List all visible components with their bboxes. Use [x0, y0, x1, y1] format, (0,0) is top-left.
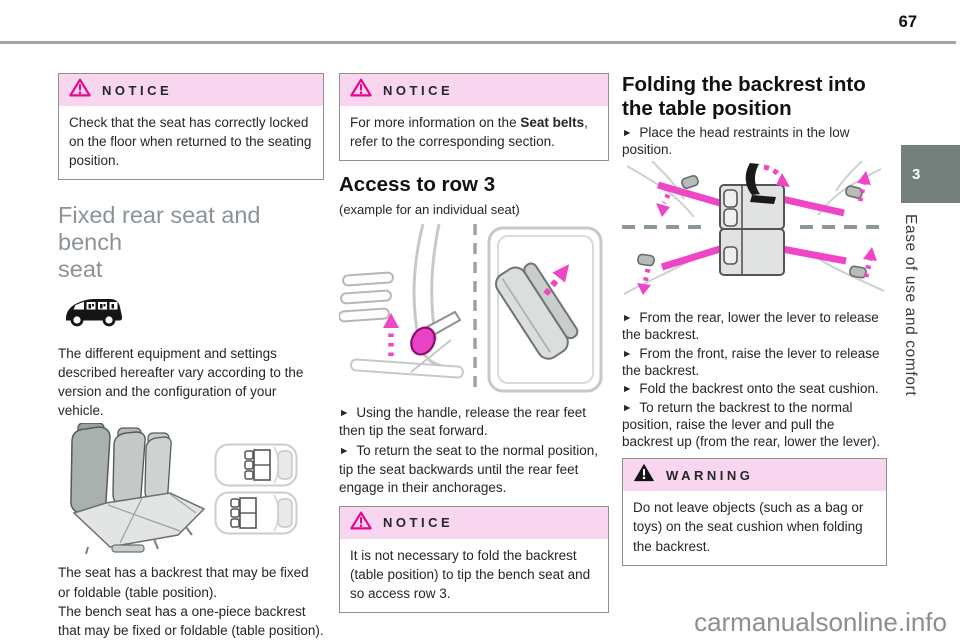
notice-body: For more information on the Seat belts, …: [350, 115, 588, 150]
warning-box: WARNING Do not leave objects (such as a …: [622, 458, 887, 566]
notice-box-1: NOTICE Check that the seat has correctly…: [58, 73, 324, 181]
bullet-arrow-icon: ►: [622, 347, 633, 360]
intro-paragraph: The different equipment and settings des…: [58, 345, 304, 419]
notice-header: NOTICE: [59, 74, 323, 106]
warning-body: Do not leave objects (such as a bag or t…: [633, 500, 864, 554]
outro-paragraph-1: The seat has a backrest that may be fixe…: [58, 565, 309, 600]
outro-paragraph-2: The bench seat has a one-piece backrest …: [58, 603, 324, 638]
notice-body: Check that the seat has correctly locked…: [69, 115, 312, 169]
notice-body: It is not necessary to fold the backrest…: [350, 547, 591, 601]
notice-header: NOTICE: [340, 74, 608, 106]
chapter-title-vertical: Ease of use and comfort: [902, 214, 919, 397]
bullet-arrow-icon: ►: [622, 126, 633, 139]
notice-label: NOTICE: [383, 515, 454, 531]
heading-folding-backrest: Folding the backrest into the table posi…: [622, 73, 866, 120]
chapter-number: 3: [912, 165, 921, 183]
car-topview-1: [214, 443, 298, 487]
bullet-arrow-icon: ►: [622, 383, 633, 396]
instruction-bullet: ►Fold the backrest onto the seat cushion…: [622, 381, 879, 397]
column-1: NOTICE Check that the seat has correctly…: [58, 73, 324, 640]
instruction-bullet: ►To return the seat to the normal positi…: [339, 443, 599, 496]
warning-triangle-outline-icon: [350, 78, 372, 102]
watermark-link[interactable]: carmanualsonline.info: [694, 607, 947, 637]
bullet-arrow-icon: ►: [339, 406, 350, 419]
bold-cross-reference: Seat belts: [520, 115, 585, 130]
instruction-bullet: ►Using the handle, release the rear feet…: [339, 404, 587, 439]
rear-seat-illustration: [58, 422, 324, 557]
warning-header: WARNING: [623, 459, 886, 492]
top-rule: [0, 41, 956, 44]
notice-box-2: NOTICE For more information on the Seat …: [339, 73, 609, 162]
page-number: 67: [898, 13, 917, 31]
heading-access-row3: Access to row 3: [339, 173, 496, 197]
car-topview-2: [214, 491, 298, 535]
subheading: (example for an individual seat): [339, 202, 520, 218]
minivan-icon: [62, 293, 324, 334]
notice-box-3: NOTICE It is not necessary to fold the b…: [339, 505, 609, 614]
warning-triangle-outline-icon: [350, 511, 372, 535]
column-2: NOTICE For more information on the Seat …: [338, 73, 609, 614]
bench-seat-drawing: [70, 422, 206, 555]
instruction-bullet: ►From the front, raise the lever to rele…: [622, 345, 880, 378]
notice-header: NOTICE: [340, 506, 608, 539]
bullet-arrow-icon: ►: [622, 312, 633, 325]
warning-label: WARNING: [666, 467, 754, 483]
section-title: Fixed rear seat and bench seat: [58, 202, 261, 283]
warning-triangle-outline-icon: [69, 78, 91, 102]
instruction-bullet: ►From the rear, lower the lever to relea…: [622, 310, 879, 343]
notice-label: NOTICE: [383, 82, 454, 98]
warning-triangle-filled-icon: [633, 463, 655, 487]
column-3: Folding the backrest into the table posi…: [622, 73, 887, 566]
car-topview-diagrams: [214, 443, 298, 539]
access-row3-illustration: [338, 223, 609, 399]
bullet-arrow-icon: ►: [339, 445, 350, 458]
instruction-bullet: ►To return the backrest to the normal po…: [622, 400, 881, 449]
instruction-bullet: ►Place the head restraints in the low po…: [622, 124, 850, 157]
folding-backrest-illustration: [622, 160, 887, 304]
chapter-tab: 3: [901, 145, 960, 203]
bullet-arrow-icon: ►: [622, 402, 633, 415]
notice-label: NOTICE: [102, 82, 173, 98]
